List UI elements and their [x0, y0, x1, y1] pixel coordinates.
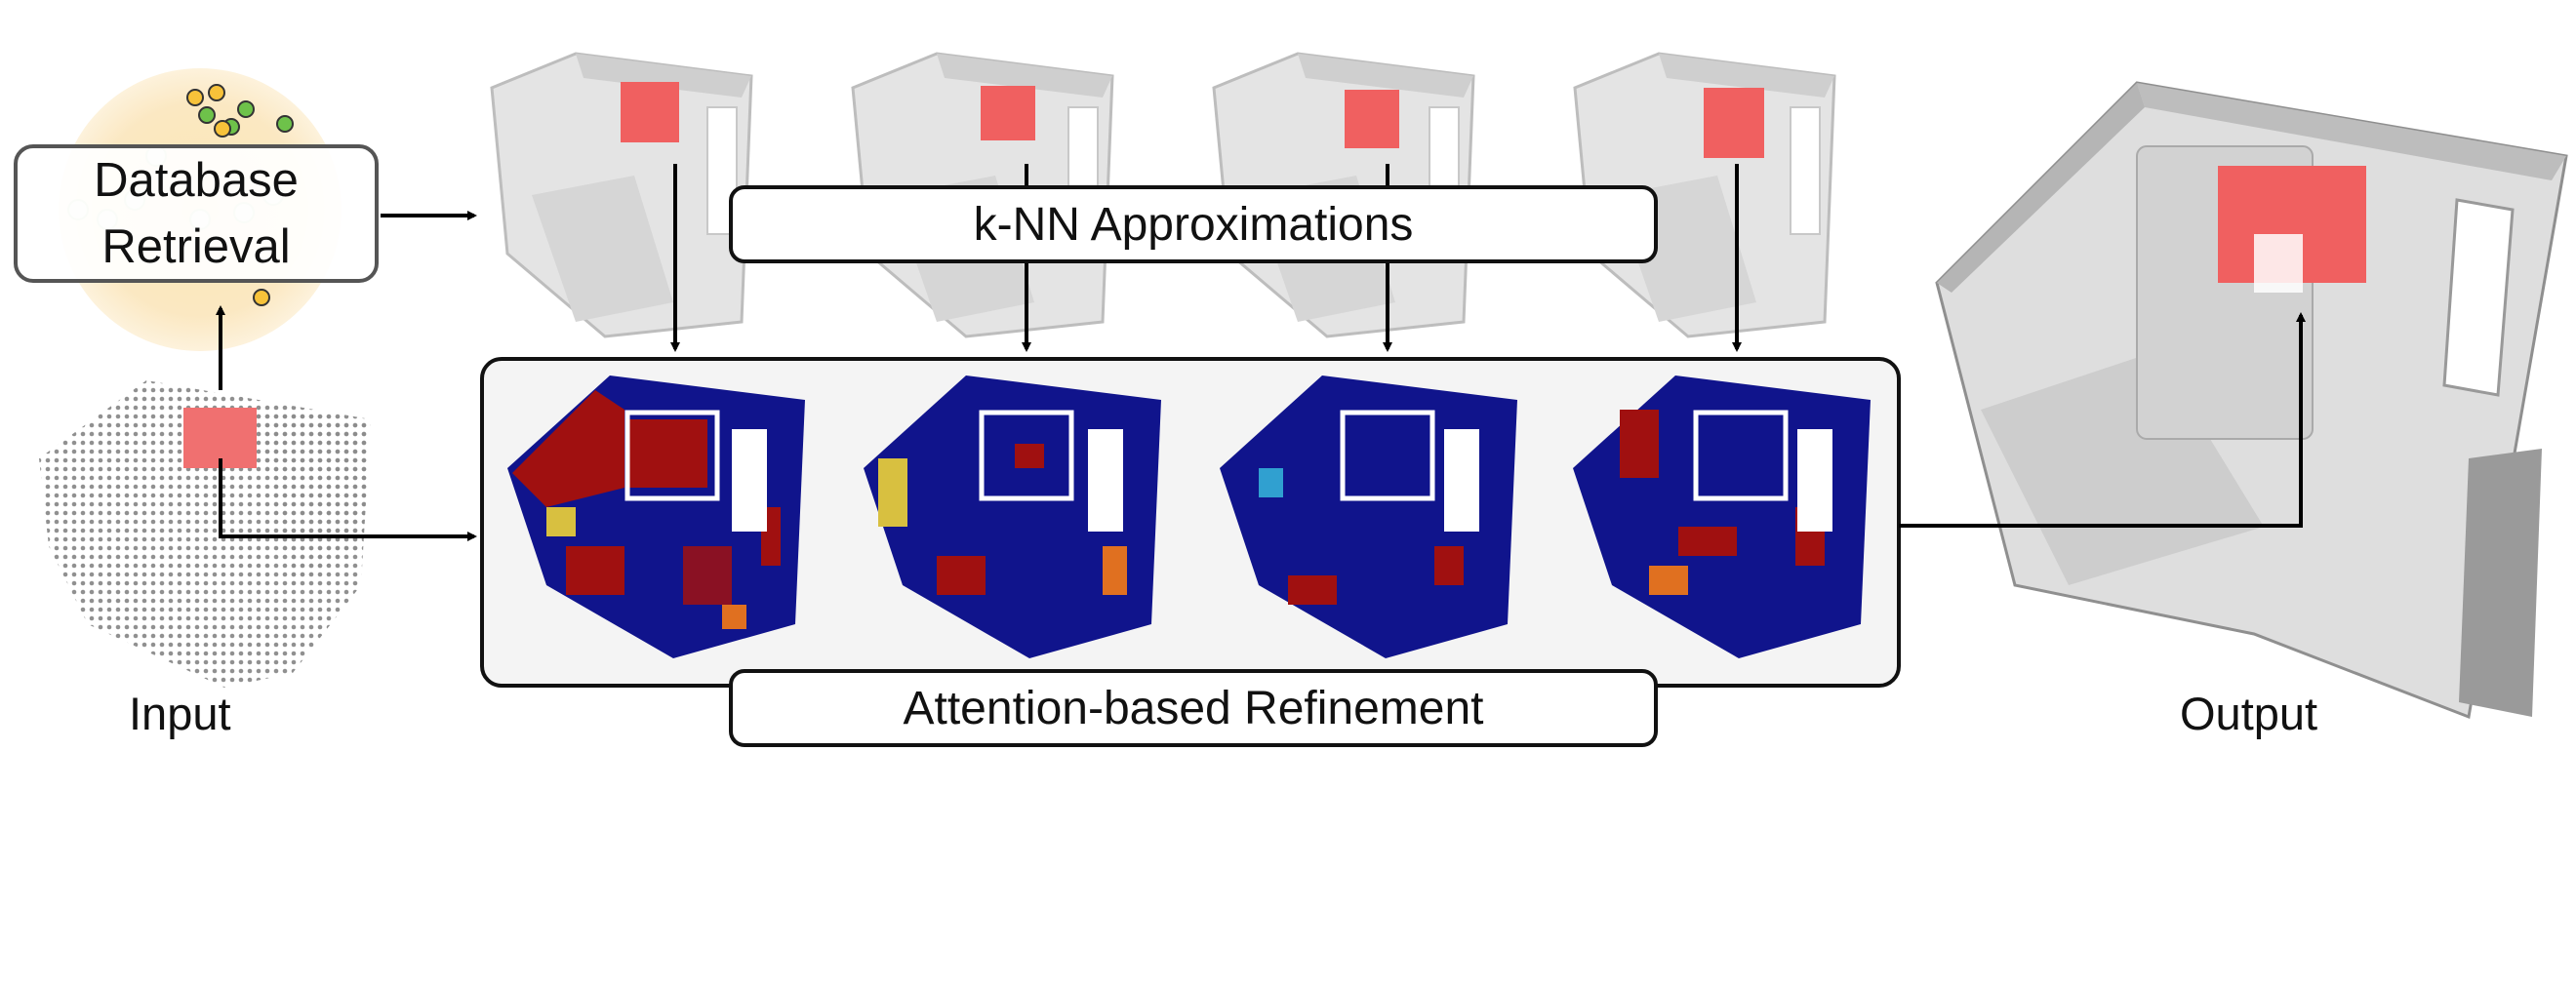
attention-map-2	[864, 375, 1161, 658]
knn-approximations-label: k-NN Approximations	[729, 185, 1658, 263]
input-label: Input	[129, 688, 231, 739]
attention-map-3	[1220, 375, 1517, 658]
attention-1-focus-box	[624, 410, 720, 501]
output-label: Output	[2180, 688, 2318, 739]
input-highlight-region	[183, 408, 257, 468]
knn-3-highlight	[1345, 90, 1399, 148]
database-retrieval-box: Database Retrieval	[14, 144, 379, 283]
knn-1-highlight	[621, 82, 679, 142]
output-mesh	[1935, 81, 2568, 720]
arrow-refinement-to-output	[1899, 312, 2306, 528]
knn-2-highlight	[981, 86, 1035, 140]
knn-mesh-1	[490, 52, 753, 338]
attention-map-4	[1573, 375, 1871, 658]
attention-2-focus-box	[979, 410, 1074, 501]
database-label-line1: Database	[94, 154, 299, 207]
input-point-cloud	[39, 380, 371, 688]
retrieved-neighbor-dots	[186, 84, 294, 306]
attention-4-focus-box	[1693, 410, 1789, 501]
arrow-input-to-refinement	[219, 458, 477, 541]
knn-4-highlight	[1704, 88, 1764, 158]
attention-map-1	[507, 375, 805, 658]
attention-3-focus-box	[1340, 410, 1435, 501]
attention-refinement-label: Attention-based Refinement	[729, 669, 1658, 747]
database-label-line2: Retrieval	[101, 220, 291, 273]
